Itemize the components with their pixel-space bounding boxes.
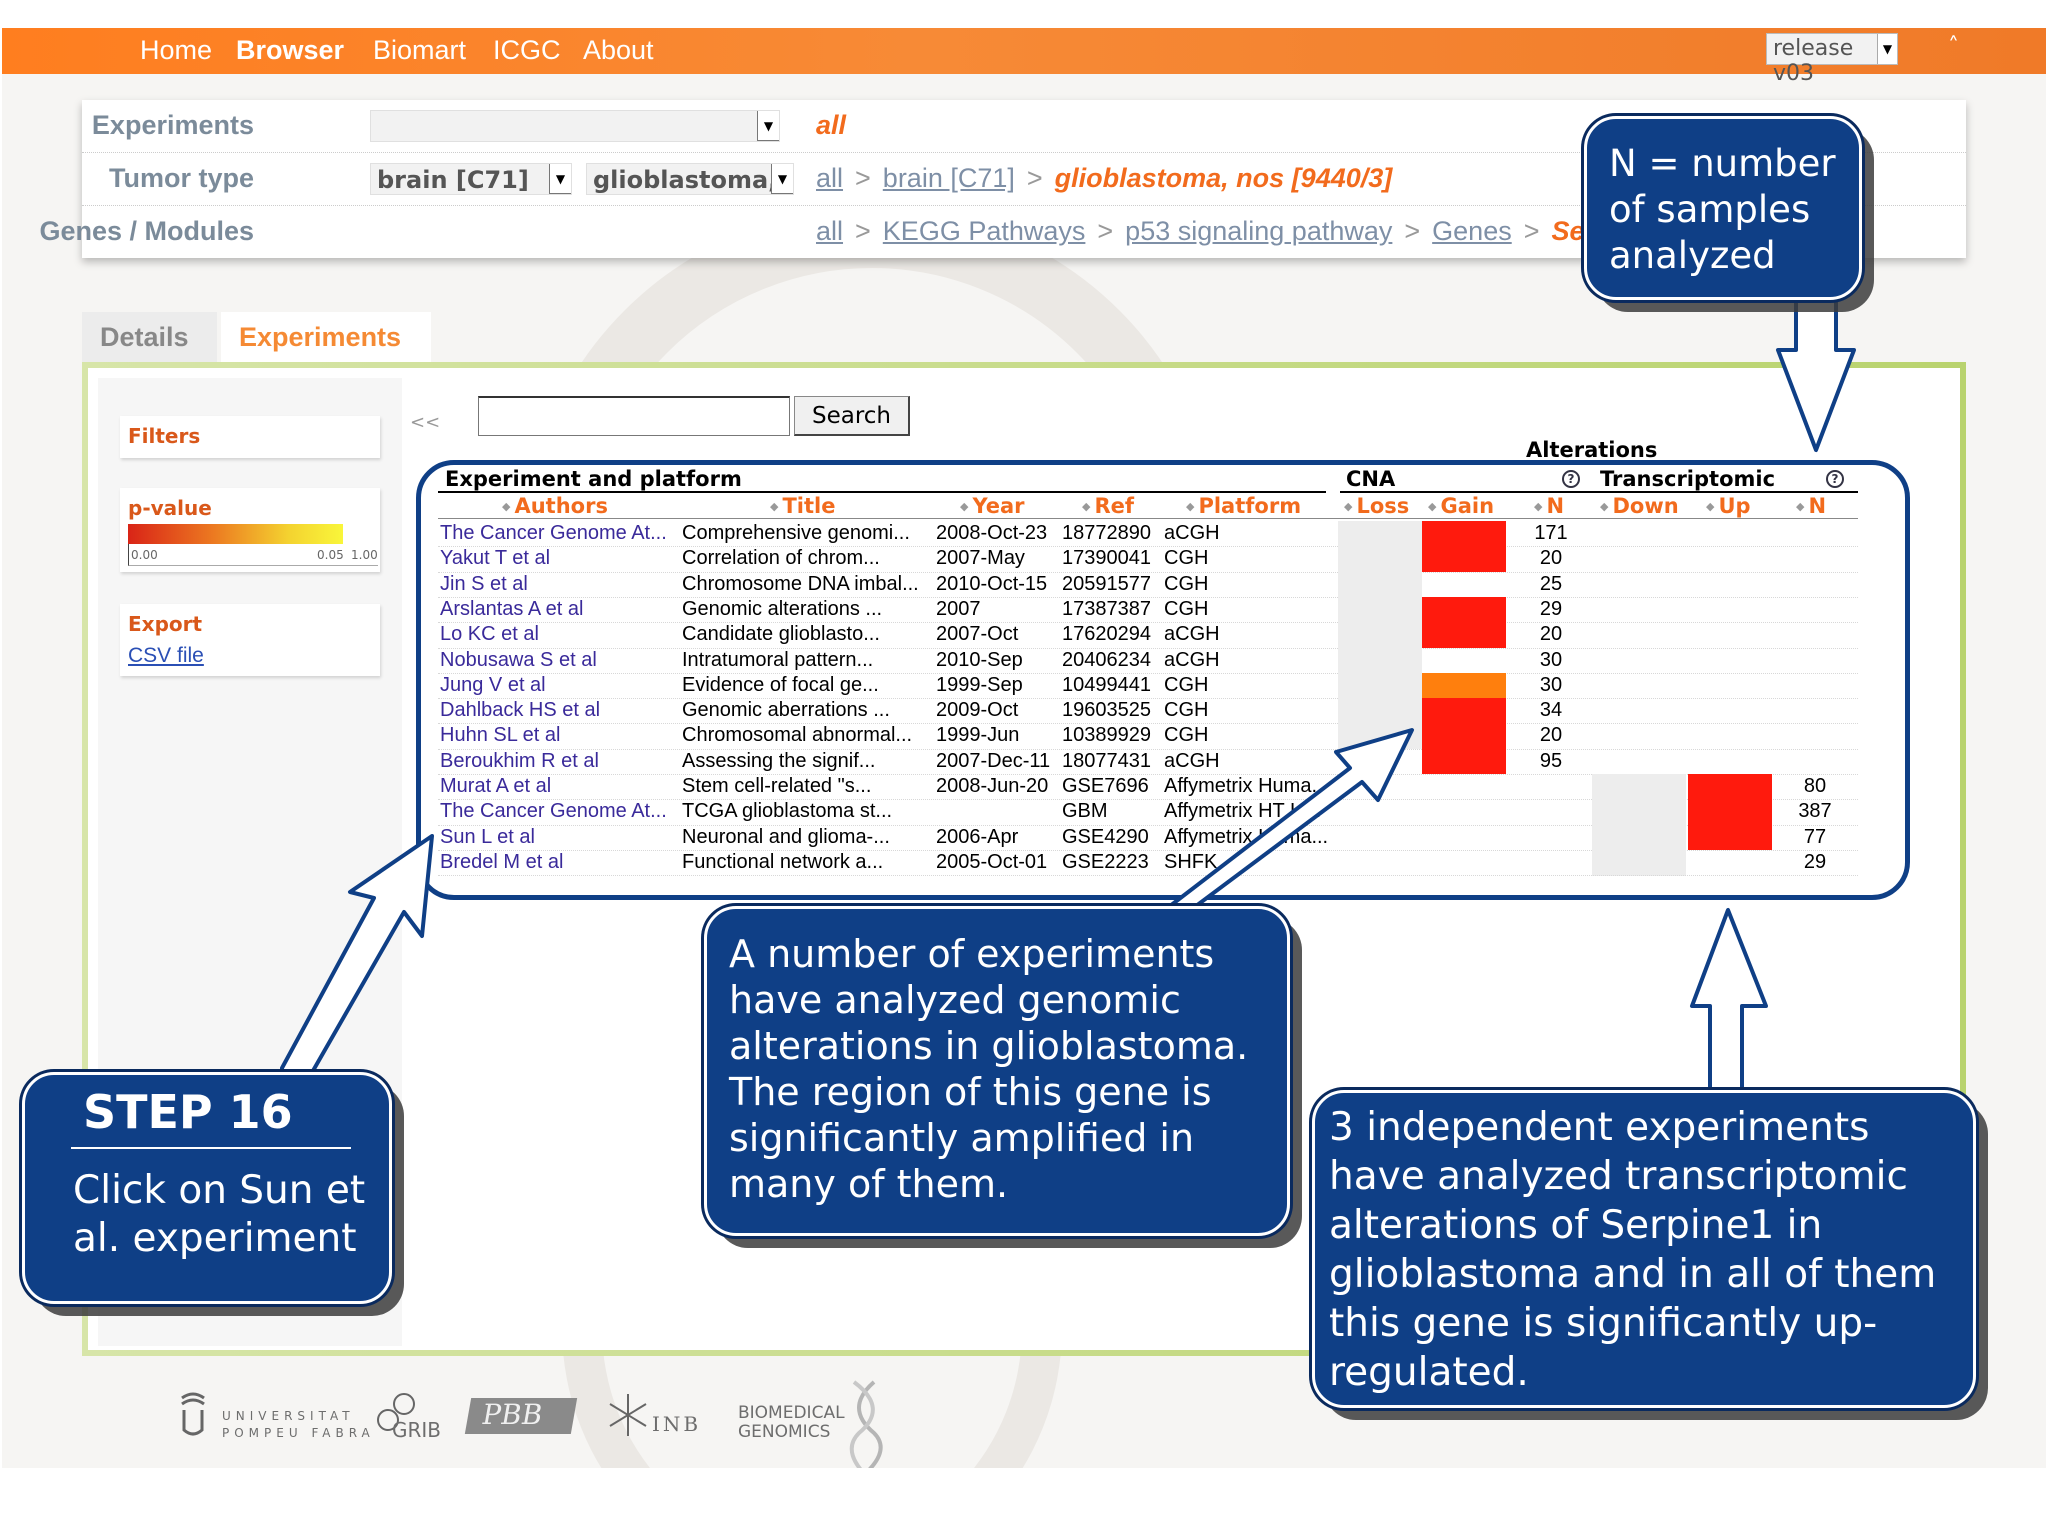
tumor-histology-value: glioblastoma, nos xyxy=(593,166,793,194)
pvalue-axis: 0.00 0.05 1.00 xyxy=(128,544,378,566)
step-title: STEP 16 xyxy=(83,1085,293,1139)
search-button[interactable]: Search xyxy=(794,396,910,436)
export-title: Export xyxy=(128,612,203,636)
arrow-down-icon xyxy=(1776,298,1856,452)
dna-helix-icon xyxy=(849,1380,883,1468)
tab-details[interactable]: Details xyxy=(82,312,217,362)
inb-text: INB xyxy=(652,1412,702,1436)
tumor-site-select[interactable]: brain [C71] ▼ xyxy=(370,163,572,195)
nav-home[interactable]: Home xyxy=(140,35,213,65)
inb-logo: INB xyxy=(606,1390,698,1444)
nav-about[interactable]: About xyxy=(583,35,654,65)
collapse-up-icon[interactable]: ˄ xyxy=(1948,34,1959,59)
nav-biomart[interactable]: Biomart xyxy=(373,35,467,65)
genomic-callout: A number of experiments have analyzed ge… xyxy=(704,906,1290,1236)
crumb-current: glioblastoma, nos [9440/3] xyxy=(1054,163,1393,193)
experiments-select[interactable]: ▼ xyxy=(370,110,780,142)
step-divider xyxy=(71,1147,351,1149)
genomics-text: GENOMICS xyxy=(738,1422,831,1442)
csv-file-link[interactable]: CSV file xyxy=(128,644,204,667)
filters-title: Filters xyxy=(128,424,201,448)
experiments-filter-row: Experiments ▼ all xyxy=(82,100,1966,153)
crumb-p53-pathway[interactable]: p53 signaling pathway xyxy=(1125,216,1393,246)
pvalue-tick: 1.00 xyxy=(351,548,378,562)
pvalue-title: p-value xyxy=(128,496,212,520)
pvalue-box: p-value 0.00 0.05 1.00 xyxy=(120,488,380,572)
grib-text: GRIB xyxy=(392,1418,442,1442)
tumor-breadcrumb: all>brain [C71]>glioblastoma, nos [9440/… xyxy=(816,163,1393,193)
collapse-sidebar-button[interactable]: << xyxy=(410,412,441,433)
upf-logo: UNIVERSITAT POMPEU FABRA xyxy=(178,1390,370,1444)
table-highlight-frame xyxy=(416,460,1910,900)
n-definition-callout: N = number of samples analyzed xyxy=(1584,116,1862,300)
genes-modules-label: Genes / Modules xyxy=(39,216,254,246)
upf-text: POMPEU FABRA xyxy=(222,1426,375,1440)
step-callout: STEP 16 Click on Sun et al. experiment xyxy=(22,1072,392,1304)
tumor-type-label: Tumor type xyxy=(108,163,254,193)
callout-text: 3 independent experiments have analyzed … xyxy=(1329,1105,1937,1395)
arrow-pointer-icon xyxy=(280,834,434,1078)
nav-icgc[interactable]: ICGC xyxy=(493,35,561,65)
top-navigation-bar: Home Browser Biomart ICGC About release … xyxy=(2,28,2046,86)
chevron-down-icon: ▼ xyxy=(549,164,571,194)
upf-emblem xyxy=(181,1392,205,1436)
crumb-all[interactable]: all xyxy=(816,216,844,246)
tumor-histology-select[interactable]: glioblastoma, nos ▼ xyxy=(586,163,794,195)
crumb-current: Se xyxy=(1551,216,1585,246)
export-box: Export CSV file xyxy=(120,604,380,676)
arrow-up-icon xyxy=(1690,908,1768,1092)
inb-emblem xyxy=(609,1394,647,1436)
release-value: release v03 xyxy=(1773,36,1854,86)
crumb-all[interactable]: all xyxy=(816,163,844,193)
crumb-brain[interactable]: brain [C71] xyxy=(882,163,1015,193)
release-select[interactable]: release v03 ▼ xyxy=(1766,33,1898,86)
genes-filter-row: Genes / Modules all>KEGG Pathways>p53 si… xyxy=(39,206,1966,259)
biomedical-genomics-logo: BIOMEDICAL GENOMICS xyxy=(738,1404,845,1442)
genes-breadcrumb: all>KEGG Pathways>p53 signaling pathway>… xyxy=(816,216,1585,246)
filters-box: Filters xyxy=(120,416,380,458)
search-input[interactable] xyxy=(478,396,790,436)
arrow-pointer-icon xyxy=(1156,728,1414,908)
biomedical-text: BIOMEDICAL xyxy=(738,1403,845,1423)
experiments-label: Experiments xyxy=(91,110,254,140)
crumb-kegg-pathways[interactable]: KEGG Pathways xyxy=(882,216,1086,246)
experiments-current: all xyxy=(816,110,847,140)
pvalue-tick: 0.00 xyxy=(131,548,158,562)
pvalue-gradient[interactable] xyxy=(128,524,343,544)
chevron-down-icon: ▼ xyxy=(757,111,779,141)
nav-browser[interactable]: Browser xyxy=(236,35,345,65)
chevron-down-icon: ▼ xyxy=(771,164,793,194)
step-text: Click on Sun et al. experiment xyxy=(73,1168,366,1261)
grib-logo: GRIB xyxy=(374,1390,441,1444)
callout-text: N = number of samples analyzed xyxy=(1609,142,1836,277)
callout-text: A number of experiments have analyzed ge… xyxy=(729,932,1249,1206)
tumor-site-value: brain [C71] xyxy=(377,166,529,194)
tab-experiments[interactable]: Experiments xyxy=(221,312,431,362)
chevron-down-icon: ▼ xyxy=(1877,34,1897,64)
crumb-genes[interactable]: Genes xyxy=(1432,216,1512,246)
tumor-type-filter-row: Tumor type brain [C71] ▼ glioblastoma, n… xyxy=(82,153,1966,206)
upf-text: UNIVERSITAT xyxy=(222,1409,355,1423)
grib-emblem xyxy=(377,1393,415,1431)
transcriptomic-callout: 3 independent experiments have analyzed … xyxy=(1312,1090,1976,1408)
pvalue-tick: 0.05 xyxy=(317,548,344,562)
